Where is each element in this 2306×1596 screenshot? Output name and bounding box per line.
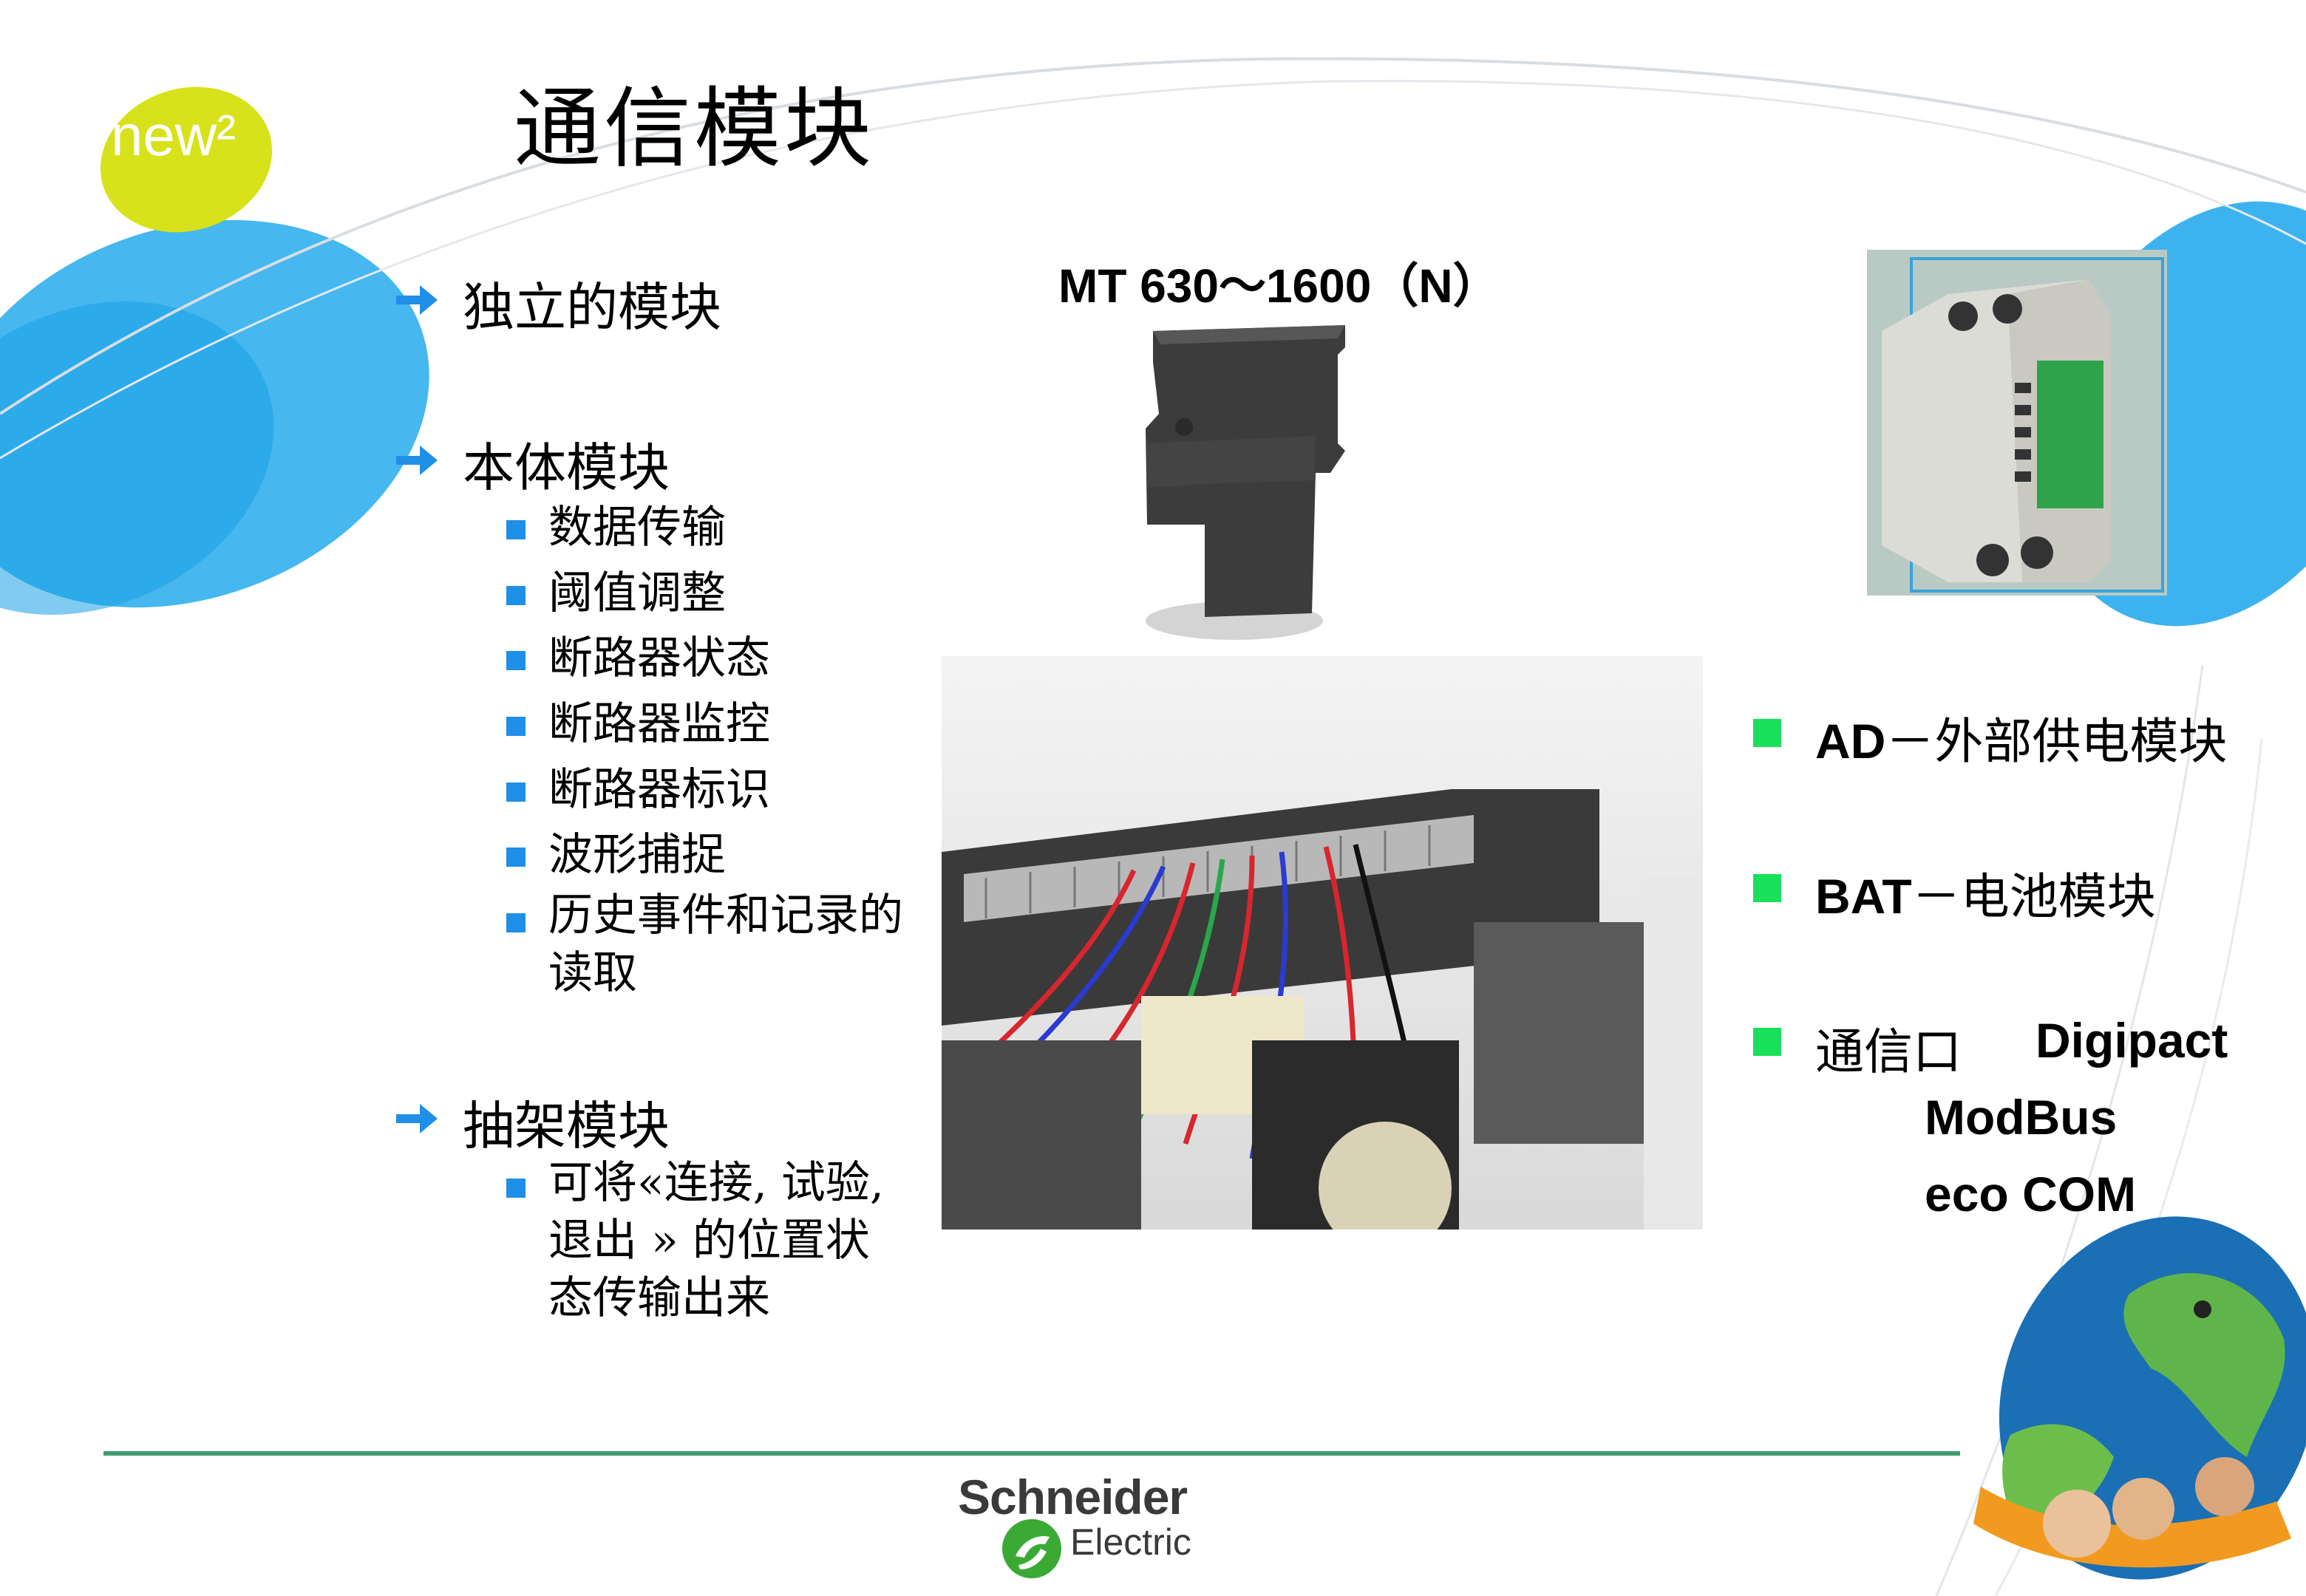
section-heading-chassis: 抽架模块 xyxy=(463,1096,670,1156)
bullet-square-icon xyxy=(1753,1028,1781,1056)
protocol-ecocom: eco COM xyxy=(1925,1167,2137,1221)
ad-module-item: AD－外部供电模块 xyxy=(1815,702,2227,773)
bullet-square-icon xyxy=(506,651,526,670)
new-logo-text: new² xyxy=(111,103,237,168)
globe-decoration xyxy=(1973,1216,2306,1580)
bullet-square-icon xyxy=(506,848,526,867)
brand-name: Schneider xyxy=(958,1470,1188,1524)
bullet-square-icon xyxy=(506,913,526,932)
section-heading-body: 本体模块 xyxy=(463,437,670,498)
list-item: 波形捕捉 xyxy=(548,829,726,881)
connector-photo xyxy=(942,656,1703,1230)
bat-code: BAT xyxy=(1815,869,1912,924)
ad-module-photo xyxy=(1867,250,2167,596)
protocol-modbus: ModBus xyxy=(1925,1090,2118,1145)
bullet-square-icon xyxy=(506,717,526,736)
ad-text: －外部供电模块 xyxy=(1885,713,2228,770)
product-caption: MT 630～1600（N） xyxy=(1058,259,1500,313)
bullet-square-icon xyxy=(1753,719,1781,747)
arrow-icon xyxy=(393,1098,441,1139)
brand-sub: Electric xyxy=(1070,1521,1191,1563)
list-item: 数据传输 xyxy=(548,502,726,553)
slide-title: 通信模块 xyxy=(514,78,875,180)
arrow-icon xyxy=(393,279,441,321)
comm-port-label: 通信口 xyxy=(1815,1023,1962,1080)
footer-divider xyxy=(103,1451,1960,1456)
bullet-square-icon xyxy=(506,782,526,802)
schneider-logo-icon xyxy=(1002,1519,1061,1578)
bullet-square-icon xyxy=(506,586,526,605)
bullet-square-icon xyxy=(506,520,526,539)
module-photo xyxy=(1146,325,1345,640)
bullet-square-icon xyxy=(506,1179,526,1198)
protocol-digipact: Digipact xyxy=(2035,1013,2228,1068)
arrow-icon xyxy=(393,440,441,481)
bat-module-item: BAT－电池模块 xyxy=(1815,857,2156,928)
list-item: 历史事件和记录的读取 xyxy=(548,890,903,999)
bat-text: －电池模块 xyxy=(1911,868,2156,925)
list-item: 阈值调整 xyxy=(548,567,726,619)
ad-code: AD xyxy=(1815,714,1886,768)
list-item: 断路器监控 xyxy=(548,698,770,750)
list-item: 可将«连接, 试验, 退出 » 的位置状态传输出来 xyxy=(548,1157,884,1324)
bullet-square-icon xyxy=(1753,874,1781,902)
list-item: 断路器标识 xyxy=(548,764,770,816)
list-item: 断路器状态 xyxy=(548,632,770,684)
section-heading-standalone: 独立的模块 xyxy=(463,277,721,338)
new-logo xyxy=(100,86,273,233)
